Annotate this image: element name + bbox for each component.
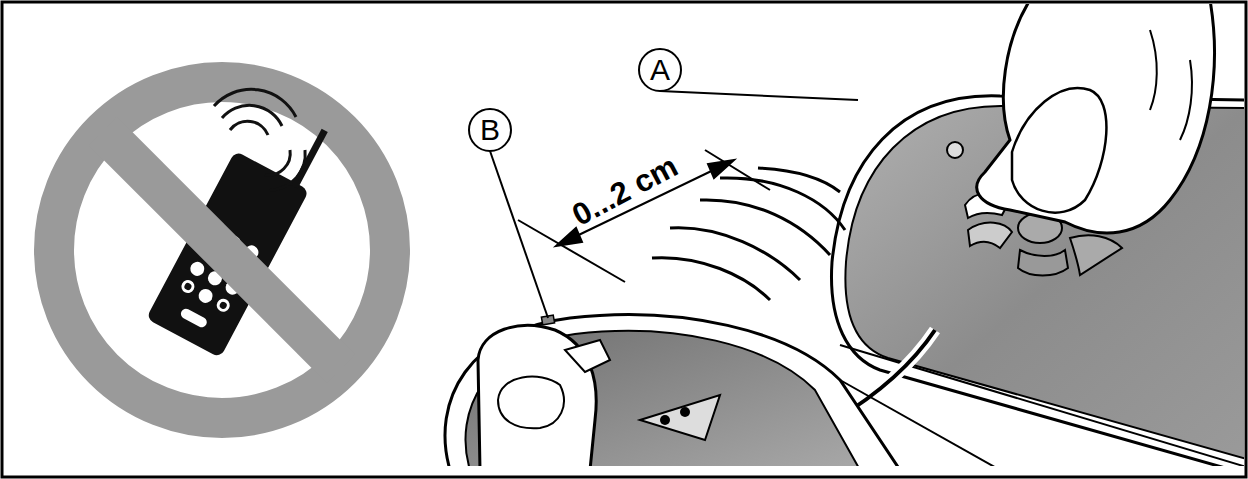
no-phone-sign [54,82,390,418]
callout-letter: A [650,55,670,85]
reader-device [445,315,1000,466]
callout-letter: B [480,115,500,145]
dimension-line [518,150,770,282]
signal-waves [652,168,845,300]
remote-key [808,4,1244,466]
dimension-label: 0...2 cm [567,150,682,231]
callout-circles [469,49,858,318]
